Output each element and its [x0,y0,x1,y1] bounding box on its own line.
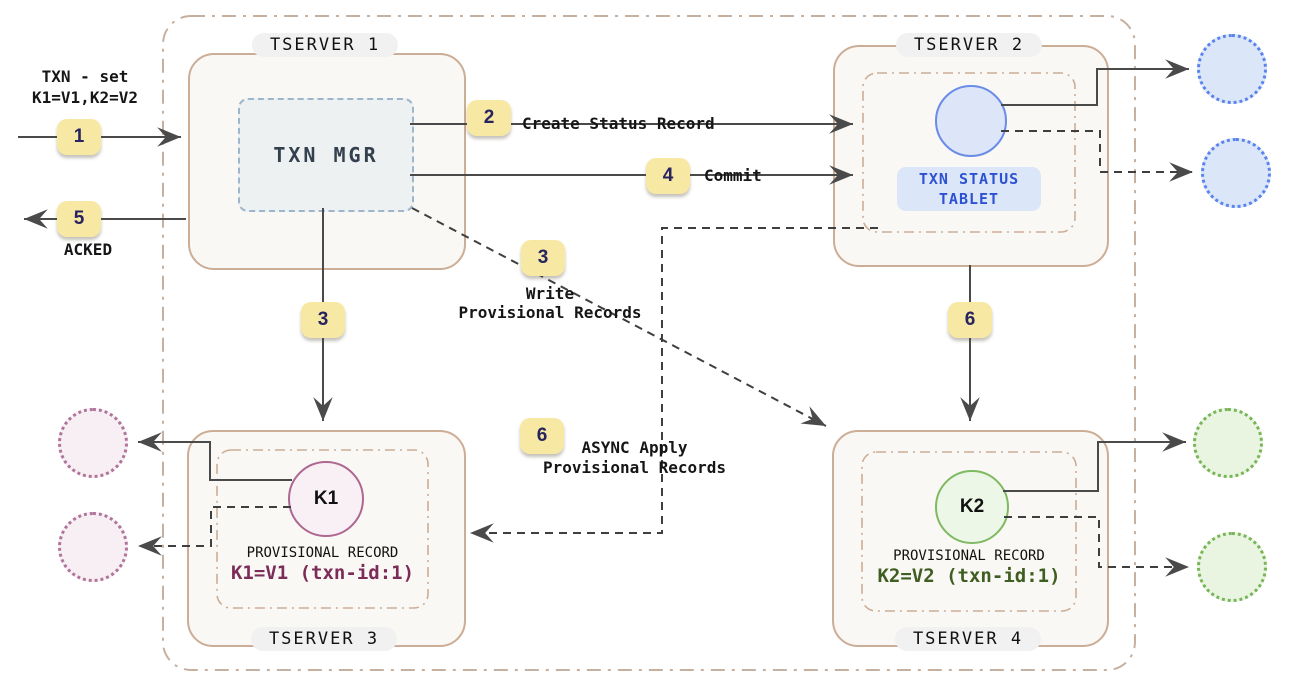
k2-label: K2 [959,496,985,517]
k2-replica-circle-2 [1197,532,1267,602]
k2-provisional-record-heading: PROVISIONAL RECORD [893,548,1045,564]
k2-provisional-record-value: K2=V2 (txn-id:1) [877,565,1061,587]
txn-status-tablet-circle [935,85,1007,157]
step-badge-3-write-provisional: 3 [521,240,565,276]
k1-replica-circle-2 [58,512,128,582]
k1-label: K1 [313,488,339,509]
status-replica-circle-1 [1197,34,1267,104]
k2-tablet-circle: K2 [935,470,1009,544]
txn-status-tablet-label: TXN STATUS TABLET [897,167,1041,211]
step-badge-6-tserver4: 6 [948,302,992,338]
create-status-record-label: Create Status Record [522,114,715,133]
write-provisional-line2: Provisional Records [458,303,642,322]
write-provisional-line1: Write [525,284,575,303]
tserver1-title: TSERVER 1 [251,33,399,57]
k1-replica-circle-1 [58,408,128,478]
step-badge-5: 5 [57,201,101,237]
txn-mgr-box: TXN MGR [238,98,414,212]
client-txn-request-label: TXN - set K1=V1,K2=V2 [10,66,160,108]
txn-status-tablet-line2: TABLET [938,190,1000,208]
client-txn-request-line2: K1=V1,K2=V2 [32,88,138,107]
k1-provisional-record-value: K1=V1 (txn-id:1) [230,562,415,584]
txn-status-tablet-line1: TXN STATUS [918,170,1020,188]
client-txn-request-line1: TXN - set [41,67,129,86]
step-badge-4: 4 [646,158,690,194]
async-apply-provisional-records-label: ASYNC Apply Provisional Records [537,438,732,478]
commit-label: Commit [704,166,762,185]
tserver4-title: TSERVER 4 [894,627,1042,651]
write-provisional-records-label: Write Provisional Records [440,284,660,322]
async-apply-line2: Provisional Records [542,458,727,477]
step-badge-3-tserver3: 3 [301,302,345,338]
status-replica-circle-2 [1201,138,1271,208]
acked-label: ACKED [63,240,113,259]
step-badge-2: 2 [467,100,511,136]
txn-mgr-label: TXN MGR [273,143,379,167]
k1-tablet-circle: K1 [288,461,364,537]
k1-provisional-record-heading: PROVISIONAL RECORD [246,545,399,561]
tserver3-title: TSERVER 3 [250,627,398,651]
async-apply-line1: ASYNC Apply [581,438,688,457]
step-badge-1: 1 [57,119,101,155]
k2-replica-circle-1 [1193,408,1263,478]
tserver2-title: TSERVER 2 [895,33,1043,57]
